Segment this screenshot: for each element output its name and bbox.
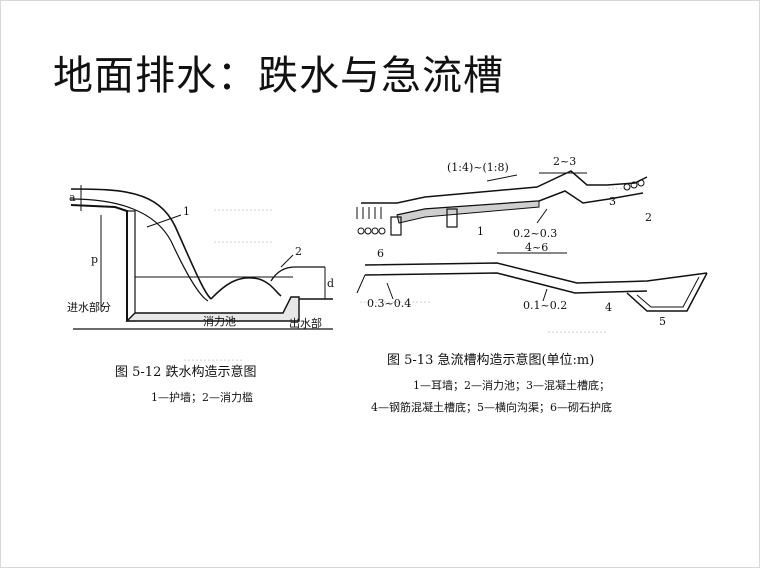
right-figure-legend-1: 1—耳墙；2—消力池；3—混凝土槽底； [413,379,610,392]
svg-text:……………: …………… [547,322,607,336]
label-2: 2 [295,245,302,258]
label-dim-2-3: 2~3 [553,155,576,168]
label-outlet: 出水部 [289,316,322,330]
right-figure-caption: 图 5-13 急流槽构造示意图(单位:m) [387,353,595,368]
svg-text:………………: ……………… [359,292,431,306]
svg-text:……………: …………… [183,350,243,364]
left-figure-caption: 图 5-12 跌水构造示意图 [115,365,257,380]
label-p: p [91,253,98,266]
label-dim-0.2-0.3: 0.2~0.3 [513,227,557,240]
label-dim-4-6: 4~6 [525,241,548,254]
drop-structure-diagram: …………… …………… …………… [67,185,334,364]
label-1: 1 [183,205,190,218]
chute-diagram: …… ……………… …………… [356,155,708,336]
label-d: d [327,277,334,290]
label-n6: 6 [377,247,384,260]
label-n4: 4 [605,301,612,314]
slide-title: 地面排水：跌水与急流槽 [53,53,504,99]
label-n1: 1 [477,225,484,238]
label-n3: 3 [609,195,616,208]
svg-text:……………: …………… [213,200,273,214]
label-n2: 2 [645,211,652,224]
label-inlet: 进水部分 [67,300,111,314]
drop-structure-figure: …………… …………… …………… [63,171,341,411]
label-pool: 消力池 [203,314,236,328]
label-n5: 5 [659,315,666,328]
chute-figure: …… ……………… …………… [347,143,711,421]
svg-text:……………: …………… [213,232,273,246]
svg-text:……: …… [607,178,631,192]
label-a: a [69,191,76,204]
label-slope: (1:4)~(1:8) [447,161,509,174]
label-dim-0.1-0.2: 0.1~0.2 [523,299,567,312]
right-figure-legend-2: 4—钢筋混凝土槽底；5—横向沟渠；6—砌石护底 [371,401,612,414]
label-dim-0.3-0.4: 0.3~0.4 [367,297,411,310]
left-figure-legend: 1—护墙；2—消力槛 [151,391,253,404]
